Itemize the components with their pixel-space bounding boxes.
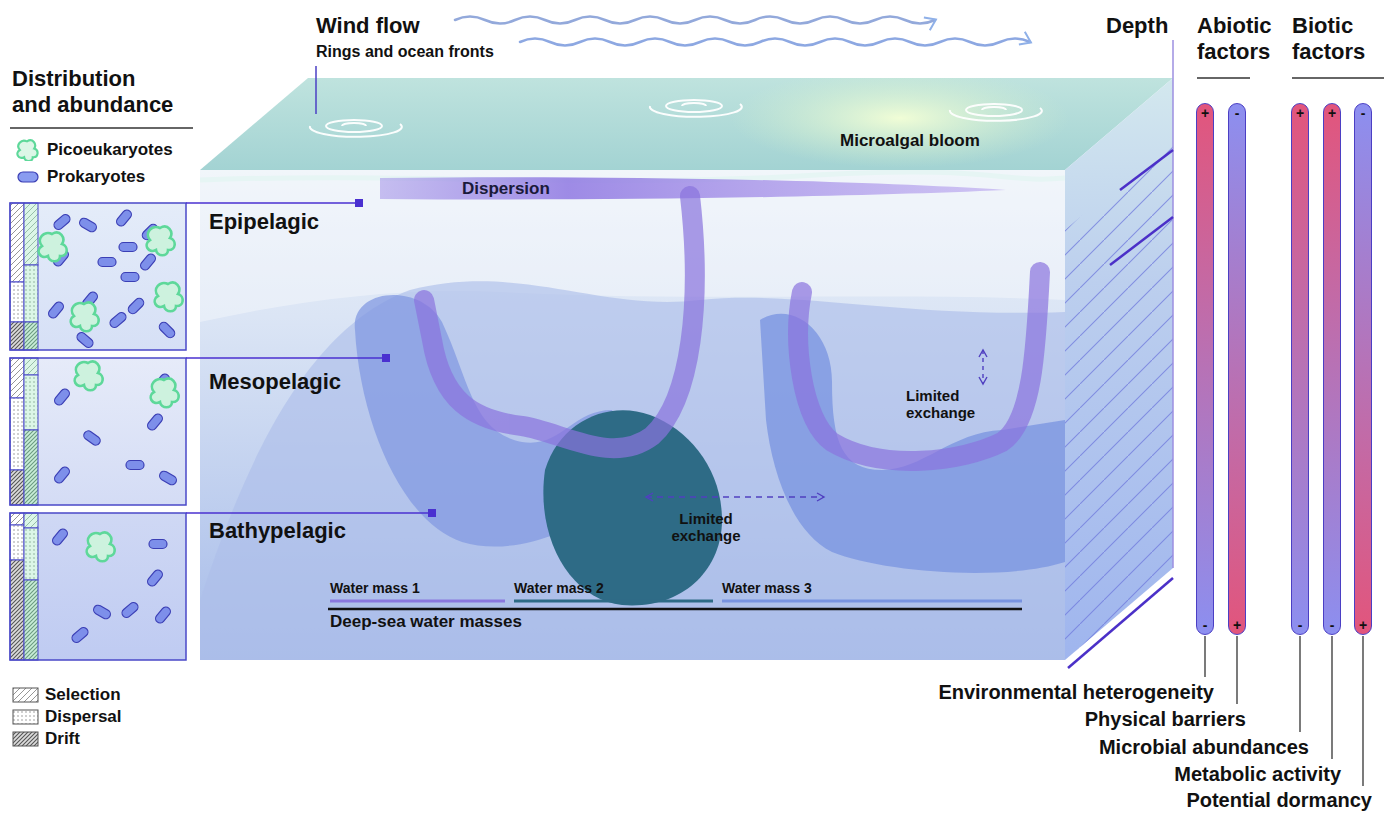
sign: + xyxy=(1201,105,1209,121)
prokaryote-cells xyxy=(47,208,178,644)
legend-swatch xyxy=(12,684,40,706)
factor-label: Environmental heterogeneity xyxy=(938,681,1214,704)
bloom-label: Microalgal bloom xyxy=(840,131,980,151)
legend-swatch xyxy=(14,139,42,161)
axis-heading: Depth xyxy=(1106,13,1168,38)
sign: + xyxy=(1233,617,1241,633)
water-mass-label: Water mass 3 xyxy=(722,580,812,596)
factor-bar: -+ xyxy=(1354,103,1372,635)
sign: - xyxy=(1203,617,1208,633)
water-column xyxy=(200,170,1065,660)
zone-label: Mesopelagic xyxy=(209,369,341,394)
factor-bar: +- xyxy=(1323,103,1341,635)
factor-bar: +- xyxy=(1291,103,1309,635)
legend-swatch xyxy=(14,166,42,188)
process-sublabel: Rings and ocean fronts xyxy=(316,43,494,61)
factor-label: Potential dormancy xyxy=(1186,789,1372,812)
legend-label: Prokaryotes xyxy=(47,167,145,187)
water-mass-label: Water mass 2 xyxy=(514,580,604,596)
factor-leaders xyxy=(1197,78,1384,786)
sign: - xyxy=(1330,617,1335,633)
legend-swatch xyxy=(12,728,40,750)
legend-label: Selection xyxy=(45,685,121,705)
factor-label: Microbial abundances xyxy=(1099,736,1309,759)
factor-bar: -+ xyxy=(1228,103,1246,635)
depth-face xyxy=(1065,40,1173,668)
panel-heading: Distribution and abundance xyxy=(12,66,178,118)
circulation-bands xyxy=(424,196,1040,461)
water-mass-label: Water mass 1 xyxy=(330,580,420,596)
legend-label: Picoeukaryotes xyxy=(47,140,173,160)
sign: + xyxy=(1296,105,1304,121)
sign: - xyxy=(1298,617,1303,633)
leader-line xyxy=(315,66,317,114)
exchange-label: Limited exchange xyxy=(664,510,748,544)
column-heading: Biotic factors xyxy=(1292,13,1389,65)
legend-label: Drift xyxy=(45,729,80,749)
picoeukaryote-cells xyxy=(39,227,183,562)
sign: - xyxy=(1361,105,1366,121)
zone-label: Epipelagic xyxy=(209,209,319,234)
zone-label: Bathypelagic xyxy=(209,518,346,543)
water-mass-lines xyxy=(328,601,1022,609)
community-panels xyxy=(10,128,436,660)
zone-leaders xyxy=(186,203,429,513)
axis-label: Deep-sea water masses xyxy=(330,612,522,632)
column-heading: Abiotic factors xyxy=(1197,13,1292,65)
sign: + xyxy=(1359,617,1367,633)
dispersion-label: Dispersion xyxy=(462,179,550,199)
exchange-label: Limited exchange xyxy=(906,387,984,421)
sign: + xyxy=(1328,105,1336,121)
wind-arrows xyxy=(455,17,1030,46)
process-label: Wind flow xyxy=(316,13,420,38)
legend-label: Dispersal xyxy=(45,707,122,727)
sign: - xyxy=(1235,105,1240,121)
factor-bar: +- xyxy=(1196,103,1214,635)
ocean-surface xyxy=(200,68,1173,170)
factor-label: Physical barriers xyxy=(1085,708,1246,731)
legend-swatch xyxy=(12,706,40,728)
factor-label: Metabolic activity xyxy=(1174,763,1341,786)
